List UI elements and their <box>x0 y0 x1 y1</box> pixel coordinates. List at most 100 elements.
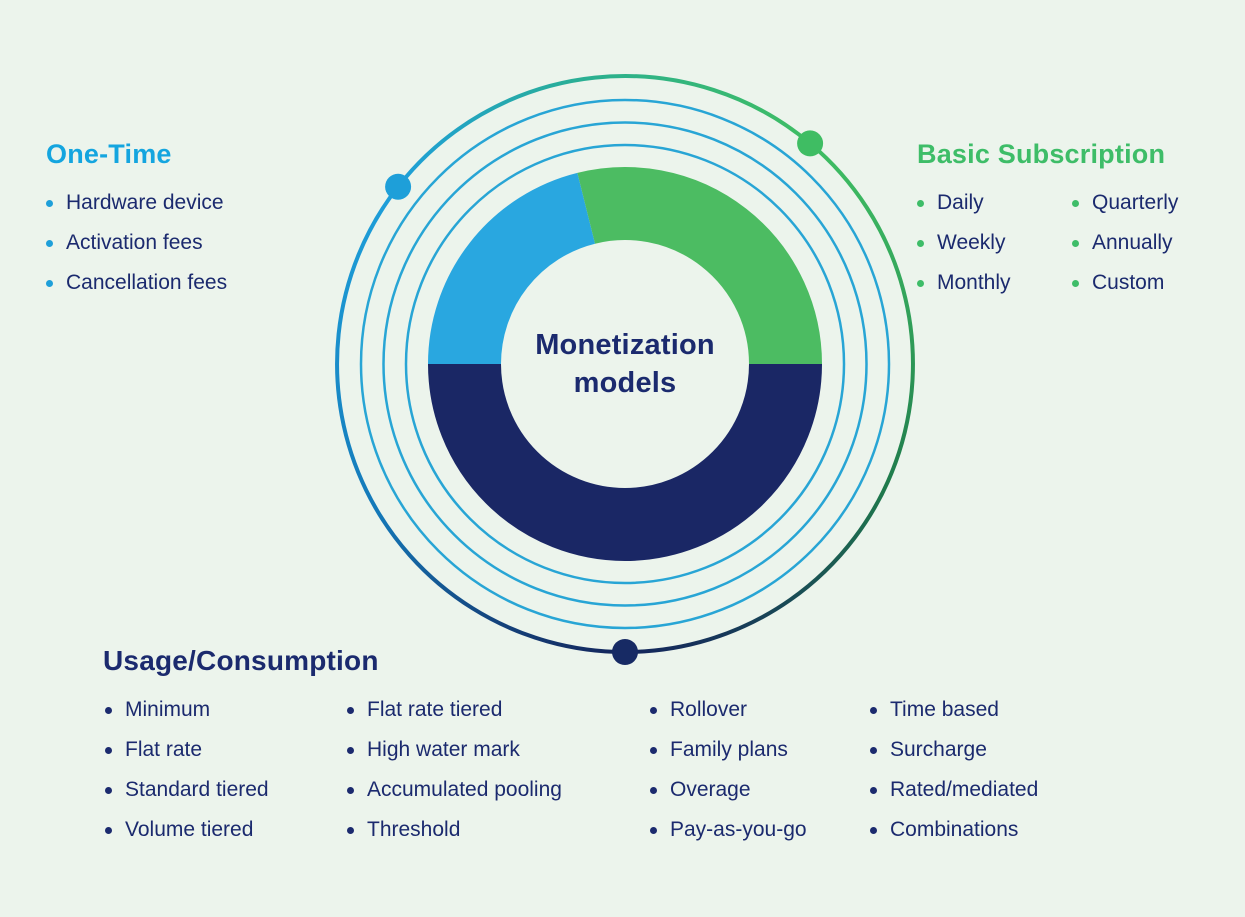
list-item: Cancellation fees <box>46 263 227 303</box>
usage-consumption-title: Usage/Consumption <box>103 645 379 676</box>
list-item: Flat rate <box>105 730 269 770</box>
bullet-dot <box>1072 199 1079 207</box>
one-time-item: Cancellation fees <box>66 271 228 294</box>
usage-consumption-marker-dot <box>612 639 638 665</box>
usage-item: Flat rate tiered <box>367 698 503 721</box>
list-item: Family plans <box>650 730 807 770</box>
bullet-dot <box>870 706 877 714</box>
list-item: Rated/mediated <box>870 770 1038 810</box>
list-item: Volume tiered <box>105 810 269 850</box>
section-basic-subscription: Basic Subscription Daily Weekly Monthly <box>917 139 1178 303</box>
basic-subscription-item: Monthly <box>937 271 1011 294</box>
one-time-item: Activation fees <box>66 231 203 254</box>
section-one-time: One-Time Hardware device Activation fees… <box>46 139 227 303</box>
bullet-dot <box>347 706 354 714</box>
list-item: Daily <box>917 183 1072 223</box>
bullet-dot <box>650 786 657 794</box>
usage-item: High water mark <box>367 738 520 761</box>
usage-item: Combinations <box>890 818 1019 841</box>
bullet-dot <box>1072 239 1079 247</box>
outer-gradient-ring <box>335 74 915 654</box>
list-item: Activation fees <box>46 223 227 263</box>
bullet-dot <box>917 199 924 207</box>
donut-chart <box>428 167 822 561</box>
center-title-line1: Monetization <box>535 329 715 361</box>
list-item: Standard tiered <box>105 770 269 810</box>
section-usage-consumption: Usage/Consumption Minimum Flat rate Stan… <box>103 645 1143 860</box>
usage-item: Family plans <box>670 738 788 761</box>
list-item: Flat rate tiered <box>347 690 562 730</box>
one-time-item: Hardware device <box>66 191 224 214</box>
usage-item: Surcharge <box>890 738 987 761</box>
bullet-dot <box>46 279 53 287</box>
bullet-dot <box>105 746 112 754</box>
usage-item: Rollover <box>670 698 748 721</box>
segment-basic-subscription <box>577 167 822 365</box>
list-item: Minimum <box>105 690 269 730</box>
list-item: Hardware device <box>46 183 227 223</box>
outer-ring-top-arc <box>396 74 812 188</box>
outer-ring-left-arc <box>335 185 626 654</box>
diagram-center-title: Monetization models <box>475 326 775 402</box>
basic-subscription-item: Weekly <box>937 231 1006 254</box>
usage-item: Flat rate <box>125 738 203 761</box>
basic-subscription-title: Basic Subscription <box>917 139 1166 169</box>
bullet-dot <box>870 786 877 794</box>
usage-item: Accumulated pooling <box>367 778 562 801</box>
usage-item: Threshold <box>367 818 461 841</box>
list-item: Custom <box>1072 263 1178 303</box>
one-time-marker-dot <box>385 173 412 200</box>
basic-subscription-item: Annually <box>1092 231 1173 254</box>
segment-one-time <box>428 172 596 365</box>
center-title-line2: models <box>573 367 677 399</box>
list-item: Accumulated pooling <box>347 770 562 810</box>
outer-ring-right-arc <box>624 141 915 654</box>
bullet-dot <box>105 786 112 794</box>
bullet-dot <box>870 746 877 754</box>
bullet-dot <box>650 746 657 754</box>
bullet-dot <box>917 279 924 287</box>
list-item: Overage <box>650 770 807 810</box>
usage-item: Overage <box>670 778 751 801</box>
usage-item: Rated/mediated <box>890 778 1039 801</box>
bullet-dot <box>347 786 354 794</box>
usage-item: Volume tiered <box>125 818 254 841</box>
monetization-donut-diagram <box>335 74 915 665</box>
basic-subscription-marker-dot <box>797 130 824 157</box>
orbit-ring-inner <box>404 143 846 585</box>
list-item: High water mark <box>347 730 562 770</box>
list-item: Surcharge <box>870 730 1038 770</box>
usage-item: Standard tiered <box>125 778 269 801</box>
basic-subscription-item: Daily <box>937 191 984 214</box>
bullet-dot <box>46 239 53 247</box>
list-item: Combinations <box>870 810 1038 850</box>
orbit-ring-outer <box>359 98 891 630</box>
list-item: Pay-as-you-go <box>650 810 807 850</box>
basic-subscription-item: Quarterly <box>1092 191 1179 214</box>
usage-item: Pay-as-you-go <box>670 818 807 841</box>
list-item: Quarterly <box>1072 183 1178 223</box>
bullet-dot <box>46 199 53 207</box>
segment-usage-consumption <box>428 363 822 561</box>
list-item: Threshold <box>347 810 562 850</box>
bullet-dot <box>650 826 657 834</box>
bullet-dot <box>917 239 924 247</box>
bullet-dot <box>347 826 354 834</box>
list-item: Weekly <box>917 223 1072 263</box>
list-item: Time based <box>870 690 1038 730</box>
usage-item: Time based <box>890 698 999 721</box>
list-item: Monthly <box>917 263 1072 303</box>
bullet-dot <box>347 746 354 754</box>
bullet-dot <box>105 826 112 834</box>
one-time-title: One-Time <box>46 139 172 169</box>
list-item: Annually <box>1072 223 1178 263</box>
bullet-dot <box>870 826 877 834</box>
orbit-rings <box>359 98 891 630</box>
basic-subscription-item: Custom <box>1092 271 1165 294</box>
orbit-ring-middle <box>382 121 868 607</box>
bullet-dot <box>650 706 657 714</box>
bullet-dot <box>1072 279 1079 287</box>
usage-item: Minimum <box>125 698 211 721</box>
bullet-dot <box>105 706 112 714</box>
